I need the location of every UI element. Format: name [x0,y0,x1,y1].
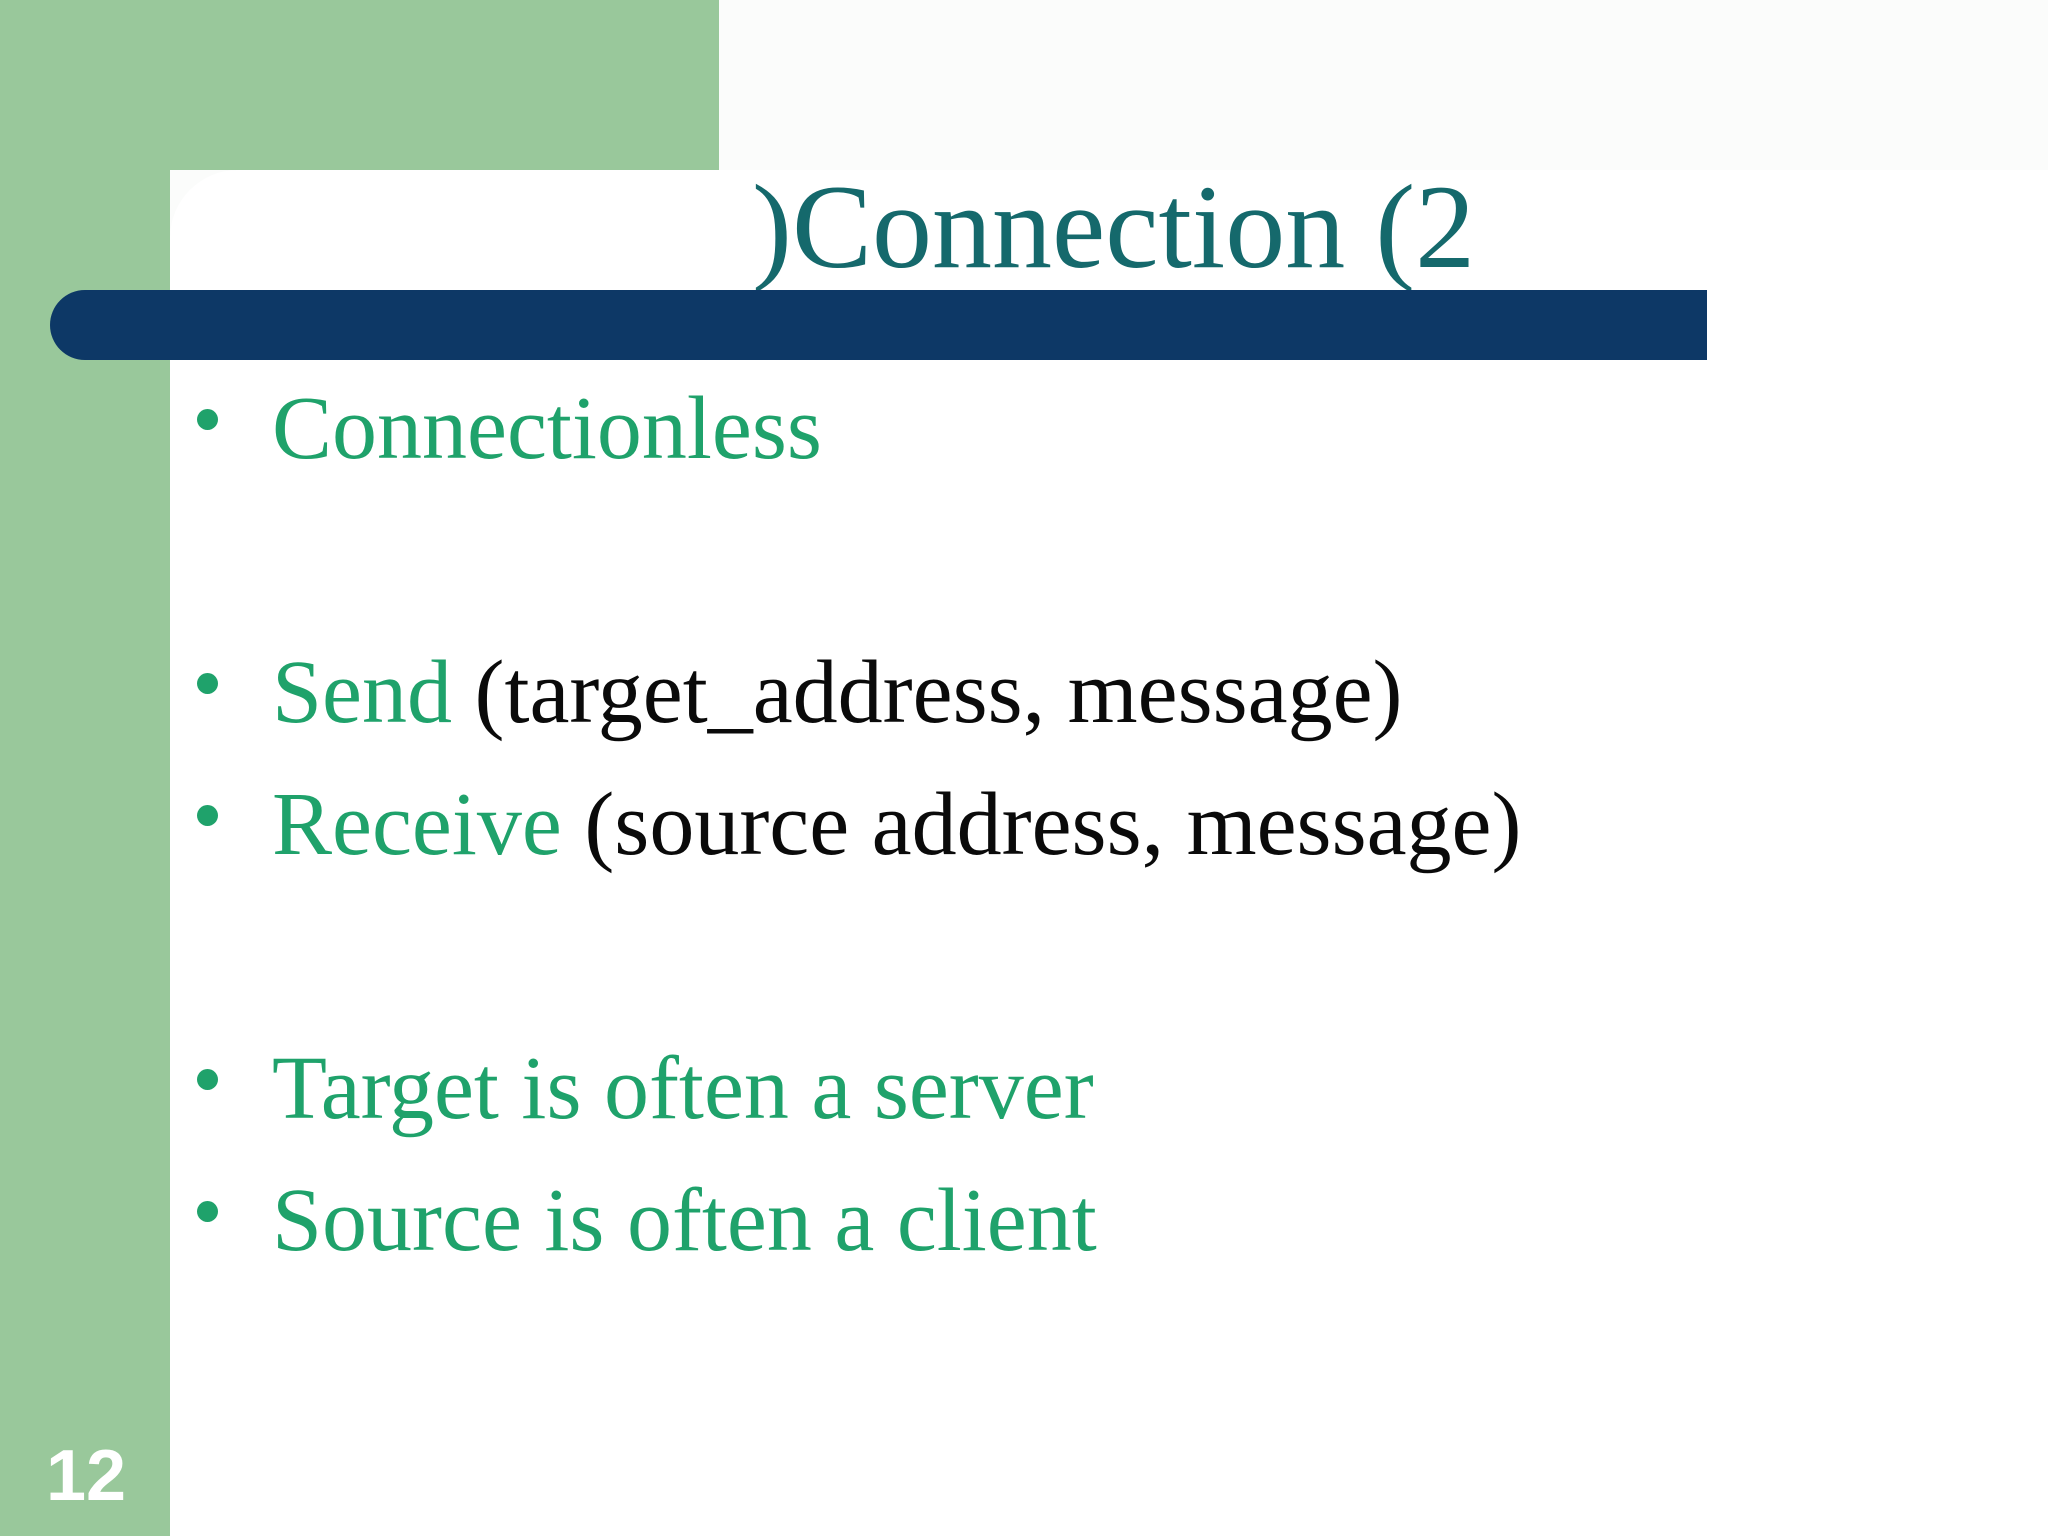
bullet-text: Source is often a client [272,1155,1097,1287]
green-left-strip [0,0,170,1536]
bullet-icon [197,409,218,430]
text-segment: Target is often a server [272,1039,1094,1138]
bullet-text: Receive (source address, message) [272,759,1521,891]
content-card [170,170,2048,1536]
slide-title: )Connection (2 [752,160,1476,293]
list-item: Send (target_address, message) [170,627,1920,759]
bullet-icon [197,1069,218,1090]
blank-line [170,891,1920,1023]
text-segment: Receive [272,775,562,874]
text-segment: Connectionless [272,379,822,478]
bullet-text: Connectionless [272,363,822,495]
text-segment: Send [272,643,452,742]
bullet-icon [197,805,218,826]
blank-line [170,495,1920,627]
text-segment: (target_address, message) [452,643,1403,742]
bullet-icon [197,1201,218,1222]
page-number: 12 [46,1436,127,1516]
list-item: Connectionless [170,363,1920,495]
text-segment: (source address, message) [561,775,1522,874]
bullet-text: Target is often a server [272,1023,1094,1155]
bullet-icon [197,673,218,694]
title-underline-bar [50,290,1707,360]
text-segment: Source is often a client [272,1171,1097,1270]
list-item: Target is often a server [170,1023,1920,1155]
list-item: Source is often a client [170,1155,1920,1287]
bullet-text: Send (target_address, message) [272,627,1403,759]
list-item: Receive (source address, message) [170,759,1920,891]
